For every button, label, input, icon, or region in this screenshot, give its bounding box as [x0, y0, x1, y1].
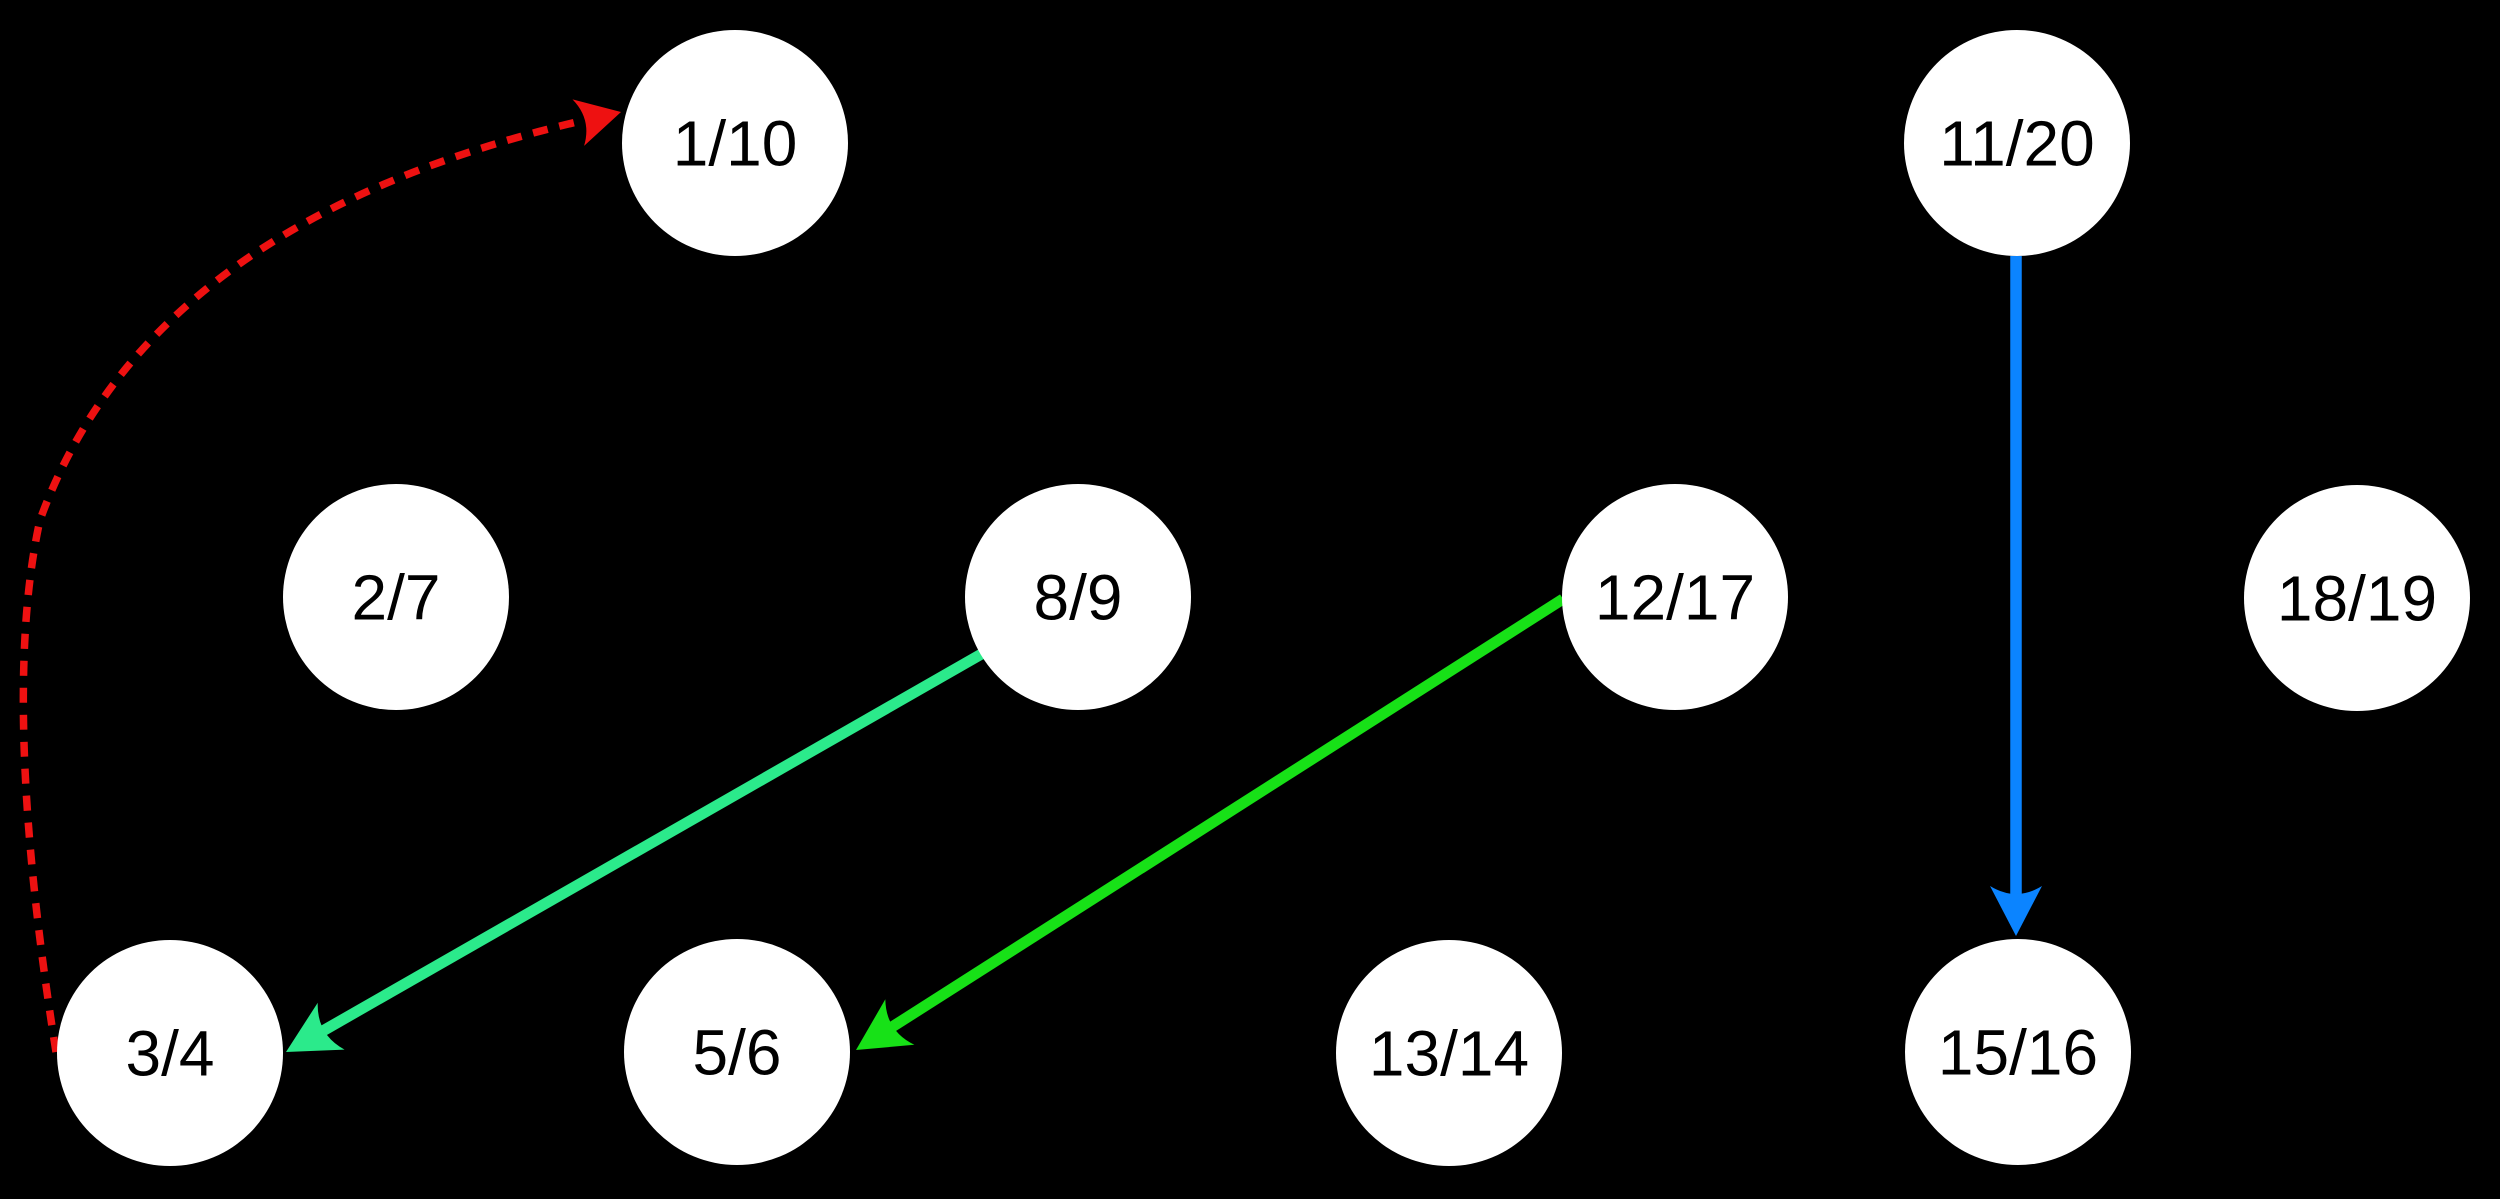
graph-node-15-16: 15/16 — [1905, 939, 2131, 1165]
node-label: 15/16 — [1938, 1016, 2098, 1088]
node-label: 2/7 — [352, 561, 441, 633]
node-circle — [965, 484, 1191, 710]
node-label: 3/4 — [126, 1017, 215, 1089]
node-circle — [283, 484, 509, 710]
cross-edge-12-17-to-5-6-shaft — [883, 594, 1566, 1036]
node-label: 1/10 — [673, 107, 798, 179]
node-circle — [2244, 485, 2470, 711]
node-label: 18/19 — [2277, 562, 2437, 634]
graph-node-8-9: 8/9 — [965, 484, 1191, 710]
graph-node-11-20: 11/20 — [1904, 30, 2130, 256]
node-label: 12/17 — [1595, 561, 1755, 633]
graph-node-12-17: 12/17 — [1562, 484, 1788, 710]
node-circle — [1904, 30, 2130, 256]
cross-edge-12-17-to-5-6-arrowhead-icon — [856, 999, 915, 1050]
node-label: 11/20 — [1939, 107, 2094, 179]
node-circle — [1562, 484, 1788, 710]
graph-node-5-6: 5/6 — [624, 939, 850, 1165]
graph-node-1-10: 1/10 — [622, 30, 848, 256]
node-label: 5/6 — [693, 1016, 782, 1088]
forward-edge-11-20-to-15-16-arrowhead-icon — [1990, 886, 2042, 936]
node-circle — [624, 939, 850, 1165]
node-label: 8/9 — [1034, 561, 1123, 633]
cross-edge-8-9-to-3-4-arrowhead-icon — [286, 1002, 345, 1052]
graph-node-3-4: 3/4 — [57, 940, 283, 1166]
cross-edge-8-9-to-3-4-shaft — [314, 647, 988, 1039]
node-circle — [622, 30, 848, 256]
node-circle — [1336, 940, 1562, 1166]
graph-node-13-14: 13/14 — [1336, 940, 1562, 1166]
graph-node-2-7: 2/7 — [283, 484, 509, 710]
back-edge-3-4-to-1-10-shaft — [19, 112, 604, 1053]
graph-node-18-19: 18/19 — [2244, 485, 2470, 711]
node-circle — [57, 940, 283, 1166]
node-label: 13/14 — [1369, 1017, 1529, 1089]
node-circle — [1905, 939, 2131, 1165]
back-edge-3-4-to-1-10-arrowhead-icon — [572, 99, 621, 146]
